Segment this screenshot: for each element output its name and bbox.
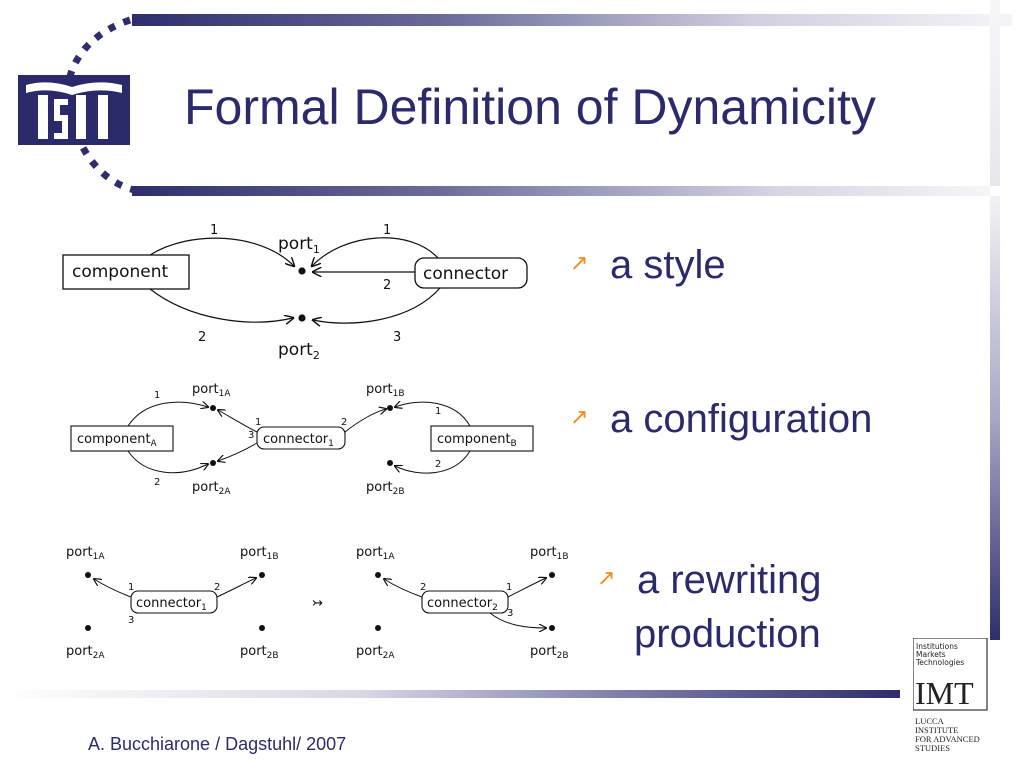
svg-text:2: 2 [420,582,426,593]
svg-text:1: 1 [255,417,261,428]
svg-text:port1A: port1A [66,545,105,562]
imt-logo: Institutions Markets Technologies IMT LU… [913,638,988,753]
port1-dot [298,267,306,275]
edge-label-2: 2 [198,330,206,345]
svg-text:port2B: port2B [366,480,405,497]
bullet-rewriting-line2: production [634,612,821,656]
svg-text:port2B: port2B [530,644,569,661]
connector-label: connector [423,264,508,284]
svg-text:port1A: port1A [192,382,231,399]
port2-dot [298,314,306,322]
svg-text:Markets: Markets [916,650,946,659]
style-diagram: component connector port1 port2 1 2 1 2 … [62,223,528,362]
arrow-up-right-icon: ↗ [570,250,589,276]
svg-text:3: 3 [248,430,254,441]
svg-text:port2B: port2B [240,644,279,661]
edge-label-1: 1 [210,223,218,238]
svg-text:port2A: port2A [192,480,231,497]
right-decorative-bar [990,196,1000,640]
svg-text:2: 2 [154,477,160,488]
edge-label-5: 3 [393,330,401,345]
svg-text:port2A: port2A [356,644,395,661]
arrow-up-right-icon: ↗ [597,565,616,591]
rewrite-arrow-icon: ↣ [312,596,323,611]
slide-title: Formal Definition of Dynamicity [184,79,876,135]
edge-label-3: 1 [383,223,391,238]
port1-label: port1 [278,234,320,256]
svg-text:port1B: port1B [240,545,279,562]
configuration-diagram: componentA componentB connector1 port1A … [70,382,534,497]
connector1-box [256,426,346,450]
svg-text:1: 1 [435,406,441,417]
svg-text:3: 3 [507,608,513,619]
arrow-up-right-icon: ↗ [570,404,589,430]
svg-text:2: 2 [341,417,347,428]
connector1-label: connector1 [263,432,334,449]
connector-box [414,257,528,289]
svg-text:port1B: port1B [530,545,569,562]
svg-text:LUCCA: LUCCA [915,716,945,726]
componentA-label: componentA [77,432,158,449]
port2-label: port2 [278,340,320,362]
svg-text:1: 1 [506,582,512,593]
svg-text:IMT: IMT [915,675,974,711]
svg-text:FOR ADVANCED: FOR ADVANCED [915,734,980,744]
component-label: component [72,262,169,282]
svg-text:3: 3 [128,615,134,626]
svg-text:connector2: connector2 [427,596,498,613]
svg-text:port1B: port1B [366,382,405,399]
bullet-rewriting: ↗a rewriting [597,558,822,602]
bottom-decorative-bar [0,690,900,698]
right-top-bar [990,0,1000,186]
svg-text:2: 2 [435,459,441,470]
svg-text:TSTI: TSTI [74,143,77,145]
svg-text:Institutions: Institutions [916,642,958,651]
component-box [62,254,190,290]
svg-text:1: 1 [128,582,134,593]
svg-text:port1A: port1A [356,545,395,562]
svg-text:connector1: connector1 [136,596,207,613]
bullet-style: ↗a style [570,243,726,287]
svg-text:STUDIES: STUDIES [915,743,950,753]
tsti-logo: TSTI [18,75,130,145]
title-underline-bar [132,186,990,196]
componentB-label: componentB [437,432,517,449]
svg-text:2: 2 [214,582,220,593]
bullet-configuration: ↗a configuration [570,397,873,441]
componentA-box [70,425,174,452]
rewriting-diagram: connector1 port1A port2A port1B port2B 1… [66,545,569,661]
svg-text:1: 1 [154,390,160,401]
edge-label-4: 2 [383,278,391,293]
svg-text:INSTITUTE: INSTITUTE [915,725,958,735]
svg-text:Technologies: Technologies [915,658,964,667]
architecture-diagrams: component connector port1 port2 1 2 1 2 … [62,223,569,661]
componentB-box [430,425,534,452]
top-decorative-bar [132,14,1012,26]
slide-footer: A. Bucchiarone / Dagstuhl/ 2007 [88,734,347,754]
svg-text:port2A: port2A [66,644,105,661]
